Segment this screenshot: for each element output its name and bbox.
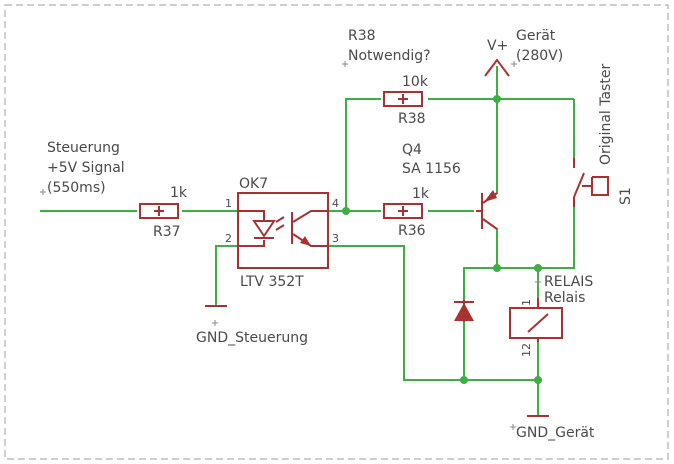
ok7-pin-2: 2 — [225, 232, 232, 245]
junction-dot — [493, 264, 501, 272]
junction-dot — [342, 207, 350, 215]
ok7-pin-4: 4 — [332, 197, 339, 210]
relay-pin-1: 1 — [520, 299, 533, 306]
r38-value: 10k — [402, 74, 429, 90]
r38-name-top: R38 — [348, 28, 376, 44]
wires — [40, 66, 575, 415]
supply-voltage: (280V) — [516, 48, 563, 64]
signal-label: Steuerung +5V Signal (550ms) — [40, 140, 125, 196]
supply-vplus: V+ Gerät (280V) — [484, 28, 563, 77]
ok7-name: OK7 — [239, 176, 268, 192]
transistor-q4[interactable]: Q4 SA 1156 — [402, 142, 498, 230]
relay-relais[interactable]: RELAIS Relais 1 12 — [509, 274, 593, 357]
wire-ok7-gnd — [215, 245, 238, 305]
r38-name: R38 — [398, 111, 426, 127]
q4-type: SA 1156 — [402, 161, 461, 177]
supply-name: V+ — [487, 38, 508, 54]
r36-value: 1k — [412, 186, 430, 202]
gnd-geraet-label: GND_Gerät — [516, 425, 595, 441]
resistor-r38[interactable]: R38 Notwendig? 10k R38 — [342, 28, 431, 127]
wire-r38-left — [345, 98, 381, 211]
r37-value: 1k — [170, 185, 188, 201]
resistor-r37[interactable]: 1k R37 — [139, 185, 188, 240]
ground-steuerung: GND_Steuerung — [196, 305, 308, 346]
signal-label-line1: Steuerung — [47, 140, 120, 156]
r38-note: Notwendig? — [348, 48, 431, 64]
junctions — [342, 95, 542, 384]
junction-dot — [534, 376, 542, 384]
relay-value: Relais — [544, 290, 585, 306]
ground-geraet: GND_Gerät — [510, 415, 595, 441]
gnd-steuerung-label: GND_Steuerung — [196, 330, 308, 346]
junction-dot — [493, 95, 501, 103]
switch-s1[interactable]: Original Taster S1 — [573, 64, 634, 207]
r37-name: R37 — [153, 224, 181, 240]
relay-pin-12: 12 — [520, 343, 533, 357]
supply-arrow-icon — [484, 58, 510, 77]
supply-device: Gerät — [516, 28, 556, 44]
diode[interactable] — [454, 300, 474, 322]
r36-name: R36 — [398, 223, 426, 239]
ok7-pin-1: 1 — [225, 197, 232, 210]
signal-label-line2: +5V Signal — [47, 160, 125, 176]
ok7-body — [237, 192, 329, 269]
origin-cross — [40, 189, 46, 195]
wire-switch-bottom — [463, 207, 575, 300]
relay-coil — [509, 307, 563, 339]
wire-ok7-return — [328, 245, 538, 381]
optocoupler-ok7[interactable]: OK7 LTV 352T 1 2 3 4 — [225, 176, 339, 290]
junction-dot — [534, 264, 542, 272]
resistor-r36[interactable]: 1k R36 — [383, 186, 430, 239]
ok7-type: LTV 352T — [240, 274, 304, 290]
relay-name: RELAIS — [544, 274, 593, 290]
q4-name: Q4 — [402, 142, 422, 158]
s1-name: S1 — [618, 187, 634, 205]
ok7-pin-3: 3 — [332, 232, 339, 245]
ok7-led — [252, 220, 276, 238]
diode-triangle-icon — [454, 303, 474, 321]
sheet-frame — [4, 4, 669, 460]
s1-label: Original Taster — [598, 64, 614, 165]
junction-dot — [460, 376, 468, 384]
signal-label-line3: (550ms) — [47, 180, 106, 196]
